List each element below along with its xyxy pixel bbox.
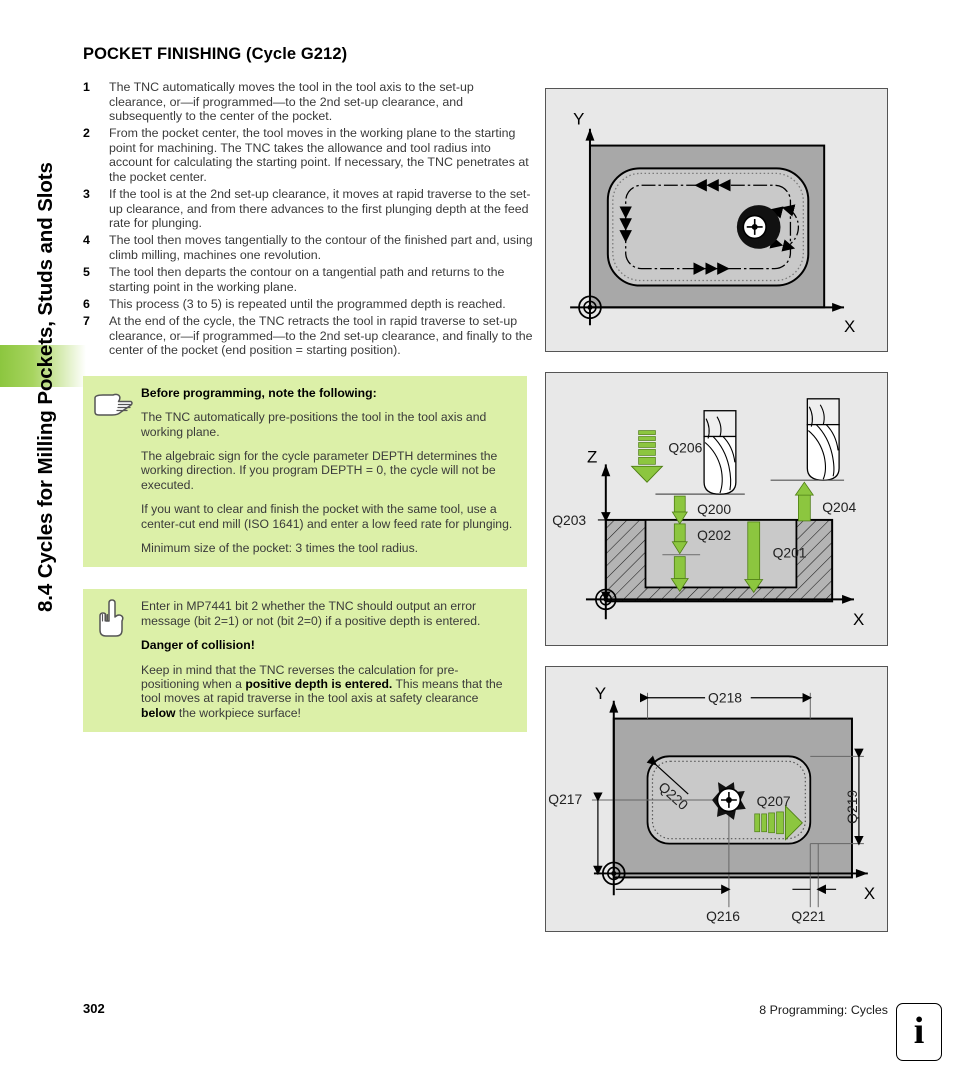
note-heading-danger: Danger of collision! <box>141 638 255 653</box>
sidebar-green-tab <box>0 345 86 387</box>
list-item: 5 The tool then departs the contour on a… <box>83 265 533 294</box>
figure-pocket-toolpath-topview: Y X <box>545 88 888 352</box>
axis-label-y: Y <box>595 684 606 703</box>
note-paragraph: If you want to clear and finish the pock… <box>141 502 513 531</box>
warning-part-e: the workpiece surface! <box>175 705 301 720</box>
q206-feed-arrow <box>630 430 664 483</box>
label-q207: Q207 <box>757 793 791 809</box>
note-paragraph: The TNC automatically pre-positions the … <box>141 410 487 439</box>
note-box-danger-of-collision: Enter in MP7441 bit 2 whether the TNC sh… <box>83 589 527 733</box>
q200-arrow <box>671 495 688 525</box>
figure-pocket-depths-section: Q206 Q200 Q202 Q201 Q204 Q203 <box>545 372 888 646</box>
axis-label-z: Z <box>587 447 597 466</box>
step-text: At the end of the cycle, the TNC retract… <box>109 313 533 358</box>
label-q202: Q202 <box>697 527 731 543</box>
note-paragraph-intro: Enter in MP7441 bit 2 whether the TNC sh… <box>141 599 481 628</box>
info-icon: i <box>913 1010 925 1052</box>
warning-part-d: below <box>141 705 176 720</box>
label-q206: Q206 <box>668 439 702 455</box>
sidebar-title: 8.4 Cycles for Milling Pockets, Studs an… <box>34 162 57 612</box>
label-q218: Q218 <box>708 690 742 706</box>
info-badge: i <box>896 1003 942 1061</box>
sidebar-running-head: 8.4 Cycles for Milling Pockets, Studs an… <box>0 0 86 1091</box>
step-number: 2 <box>83 126 90 141</box>
step-number: 7 <box>83 313 90 328</box>
step-text: The tool then moves tangentially to the … <box>109 233 533 263</box>
list-item: 7 At the end of the cycle, the TNC retra… <box>83 314 533 358</box>
list-item: 4 The tool then moves tangentially to th… <box>83 233 533 262</box>
warning-part-a: Keep in mind that the TNC reverses the c… <box>141 662 459 691</box>
label-q217: Q217 <box>548 791 582 807</box>
step-text: The tool then departs the contour on a t… <box>109 265 505 294</box>
pointing-hand-up-icon <box>91 597 135 638</box>
warning-part-c: This means that the tool moves at rapid … <box>141 676 503 706</box>
milling-cutter-icon <box>712 782 746 820</box>
step-number: 3 <box>83 187 90 202</box>
list-item: 1 The TNC automatically moves the tool i… <box>83 80 533 124</box>
step-number: 1 <box>83 80 90 94</box>
axis-label-x: X <box>844 317 855 336</box>
axis-label-x: X <box>853 610 864 629</box>
warning-part-b: positive depth is entered. <box>245 676 393 691</box>
footer-section-title: 8 Programming: Cycles <box>759 1003 888 1017</box>
step-number: 5 <box>83 265 90 280</box>
label-q204: Q204 <box>822 499 856 515</box>
label-q203: Q203 <box>552 512 586 528</box>
note-paragraph: Minimum size of the pocket: 3 times the … <box>141 540 419 555</box>
note-heading: Before programming, note the following: <box>141 385 377 400</box>
procedure-step-list: 1 The TNC automatically moves the tool i… <box>83 80 533 358</box>
step-number: 6 <box>83 296 90 311</box>
note-box-before-programming: Before programming, note the following: … <box>83 375 527 568</box>
step-text: If the tool is at the 2nd set-up clearan… <box>109 187 531 231</box>
label-q201: Q201 <box>773 545 807 561</box>
q204-arrow <box>794 481 815 522</box>
end-mill-icon-right <box>806 398 840 481</box>
step-number: 4 <box>83 233 90 248</box>
note-paragraph: The algebraic sign for the cycle paramet… <box>141 448 498 492</box>
step-text: The TNC automatically moves the tool in … <box>109 80 474 124</box>
axis-label-x: X <box>864 884 875 903</box>
step-text: From the pocket center, the tool moves i… <box>109 126 529 185</box>
axis-label-y: Y <box>573 110 584 129</box>
label-q219: Q219 <box>844 790 860 824</box>
figure-pocket-dimensions-topview: Q218 Q219 Q220 Q217 Q216 Q221 Q207 <box>545 666 888 932</box>
footer-page-number: 302 <box>83 1001 105 1016</box>
label-q200: Q200 <box>697 501 731 517</box>
list-item: 3 If the tool is at the 2nd set-up clear… <box>83 187 533 231</box>
label-q221: Q221 <box>791 908 825 924</box>
label-q216: Q216 <box>706 908 740 924</box>
pointing-hand-right-icon <box>91 384 135 424</box>
list-item: 6 This process (3 to 5) is repeated unti… <box>83 297 533 312</box>
step-text: This process (3 to 5) is repeated until … <box>109 296 506 311</box>
q207-feed-arrow <box>754 804 803 841</box>
q201-arrow <box>744 521 764 594</box>
page-title: POCKET FINISHING (Cycle G212) <box>83 45 348 63</box>
q202-arrow <box>662 523 701 593</box>
note-paragraph-warning: Keep in mind that the TNC reverses the c… <box>141 663 515 721</box>
list-item: 2 From the pocket center, the tool moves… <box>83 126 533 184</box>
end-mill-icon-left <box>703 410 737 495</box>
main-content: POCKET FINISHING (Cycle G212) 1 The TNC … <box>83 0 533 733</box>
milling-cutter-icon <box>736 205 781 249</box>
